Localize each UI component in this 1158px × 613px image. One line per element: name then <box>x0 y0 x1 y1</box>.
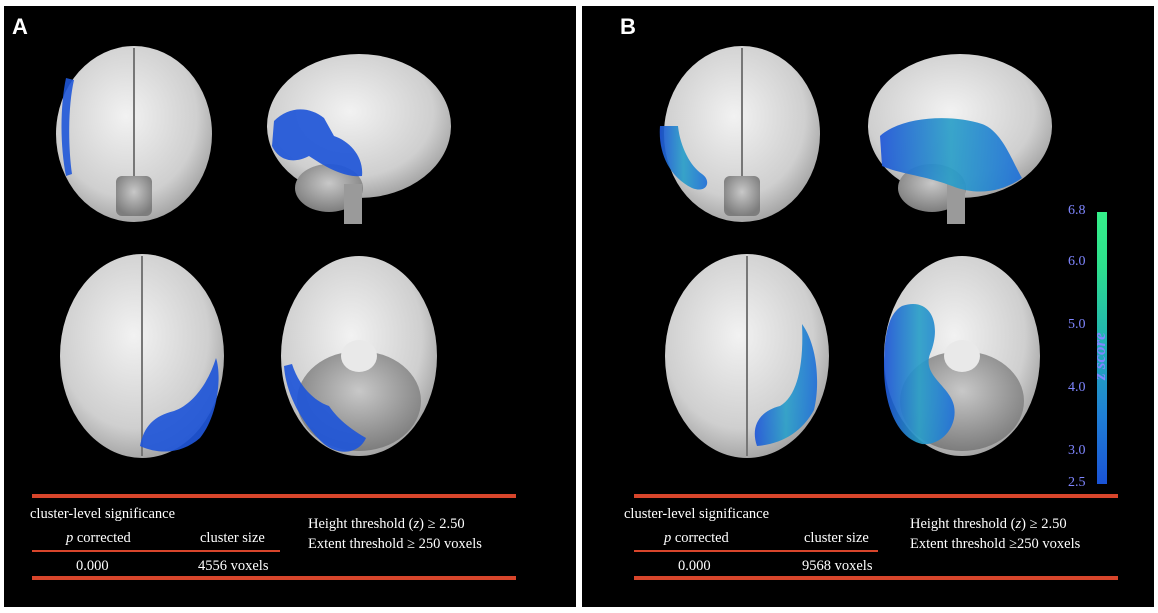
colorbar-tick-label: 6.8 <box>1068 203 1086 218</box>
cluster-title-b: cluster-level significance <box>624 506 770 522</box>
panel-b: B <box>582 6 1154 607</box>
col-p-corrected-b: p corrected <box>664 530 729 546</box>
divider-top-a <box>32 494 516 498</box>
brain-posterior-view-b <box>659 46 820 222</box>
p-value-b: 0.000 <box>678 558 711 574</box>
height-threshold-b: Height threshold (z) ≥ 2.50 <box>910 516 1067 532</box>
divider-top-b <box>634 494 1118 498</box>
brain-renderings-a <box>56 46 451 458</box>
cluster-size-value-b: 9568 voxels <box>802 558 873 574</box>
divider-bottom-a <box>32 576 516 580</box>
brain-posterior-view-a <box>56 46 212 222</box>
divider-mid-b <box>634 550 878 552</box>
panel-letter-a: A <box>12 14 28 39</box>
brain-lateral-view-b <box>868 54 1052 224</box>
panel-a: A <box>4 6 576 607</box>
zscore-colorbar <box>1097 212 1107 484</box>
extent-threshold-b: Extent threshold ≥250 voxels <box>910 536 1081 552</box>
brain-inferior-view-a <box>281 256 437 456</box>
colorbar-label: z score <box>1090 332 1109 380</box>
brain-superior-view-a <box>60 254 224 458</box>
extent-threshold-a: Extent threshold ≥ 250 voxels <box>308 536 482 552</box>
colorbar-tick-label: 4.0 <box>1068 380 1086 396</box>
colorbar-tick-label: 6.0 <box>1068 253 1086 269</box>
brain-inferior-view-b <box>884 256 1040 456</box>
divider-mid-a <box>32 550 280 552</box>
cluster-size-value-a: 4556 voxels <box>198 558 269 574</box>
brain-superior-view-b <box>665 254 829 458</box>
colorbar-tick-label: 2.5 <box>1068 475 1086 490</box>
cluster-title-a: cluster-level significance <box>30 506 176 522</box>
height-threshold-a: Height threshold (z) ≥ 2.50 <box>308 516 465 532</box>
col-cluster-size-b: cluster size <box>804 530 869 546</box>
p-value-a: 0.000 <box>76 558 109 574</box>
divider-bottom-b <box>634 576 1118 580</box>
col-p-corrected-a: p corrected <box>66 530 131 546</box>
col-cluster-size-a: cluster size <box>200 530 265 546</box>
colorbar-tick-label: 5.0 <box>1068 316 1086 332</box>
colorbar-tick-label: 3.0 <box>1068 443 1086 459</box>
brain-renderings-b <box>659 46 1052 458</box>
panel-letter-b: B <box>620 14 636 39</box>
brain-lateral-view-a <box>267 54 451 224</box>
